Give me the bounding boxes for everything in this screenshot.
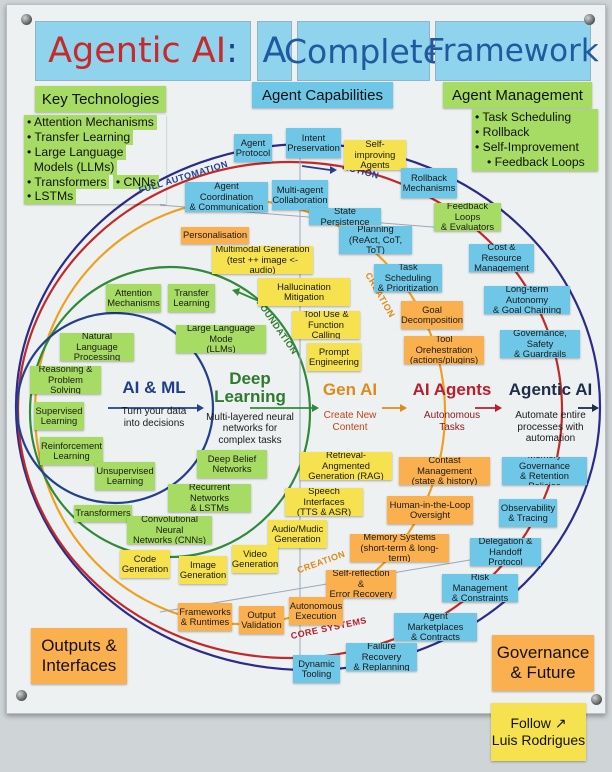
follow-card: Follow ↗ Luis Rodrigues <box>491 703 586 761</box>
kt-item-1: • Attention Mechanisms <box>24 115 157 130</box>
layer-ai-ml: AI & ML Turn your data into decisions <box>121 378 187 429</box>
note-image-generation: Image Generation <box>179 556 227 584</box>
note-feedback-loops-evaluators: Feedback Loops & Evaluators <box>434 203 501 231</box>
note-frameworks-runtimes: Frameworks & Runtimes <box>178 603 232 631</box>
note-multi-agent-collaboration: Multi-agent Collaboration <box>272 180 328 210</box>
note-rag: Retrieval-Angmented Generation (RAG) <box>300 452 392 480</box>
note-agent-marketplaces: Agent Marketplaces & Contracts <box>394 613 477 641</box>
note-intent-preservation: Intent Preservation <box>286 128 341 158</box>
note-unsupervised-learning: Unsupervised Learning <box>95 462 155 490</box>
bolt-bottom-left <box>16 690 27 701</box>
note-governance-safety: Governance, Safety & Guardrails <box>500 330 580 358</box>
note-context-management: Contast Management (state & history) <box>399 457 490 485</box>
layer-agentic-ai: Agentic AI Automate entire processes wit… <box>508 380 593 444</box>
note-self-reflection: Self-reflection & Error Recovery <box>326 570 396 598</box>
note-deep-belief-networks: Deep Belief Networks <box>197 450 267 478</box>
note-failure-recovery: Failure Recovery & Replanning <box>346 643 417 671</box>
ring-ai-ml <box>15 311 215 505</box>
note-memory-governance: Memory Governance & Retention Policies <box>502 457 587 485</box>
note-prompt-engineering: Prompt Engineering <box>307 343 361 371</box>
note-code-generation: Code Generation <box>120 550 170 578</box>
note-autonomous-execution: Autonomous Execution <box>289 597 343 625</box>
kt-item-6: • CNNs <box>112 174 159 190</box>
note-cost-resource-management: Cost & Resource Management <box>469 244 534 272</box>
title-a: A <box>257 21 292 81</box>
bolt-top-right <box>584 14 595 25</box>
layer-gen-ai: Gen AI Create New Content <box>322 380 378 433</box>
note-self-improving-agents: Self-improving Agents <box>344 140 406 170</box>
note-state-persistence: State Persistence <box>309 208 381 225</box>
author-name: Luis Rodrigues <box>491 732 586 748</box>
note-human-in-the-loop: Human-in-the-Loop Oversight <box>387 496 473 524</box>
note-llms: Large Language Mode (LLMs) <box>176 325 266 353</box>
note-agent-coordination: Agent Coordination & Communication <box>185 182 268 212</box>
layer-ai-agents: AI Agents Autonomous Tasks <box>412 380 492 433</box>
kt-item-3: • Large Language <box>24 144 127 160</box>
note-attention-mechanisms: Attention Mechanisms <box>106 284 161 312</box>
note-goal-decomposition: Goal Decomposition <box>401 301 463 329</box>
note-personalisation: Personalisation <box>181 227 249 244</box>
key-technologies-list: • Attention Mechanisms • Transfer Learni… <box>24 115 166 205</box>
note-memory-systems: Memory Systems (short-term & long-term) <box>350 534 449 562</box>
am-item-3: • Self-Improvement <box>475 139 579 154</box>
title-agentic-ai: Agentic AI: <box>35 21 251 81</box>
note-transformers: Transformers <box>74 505 132 522</box>
note-hallucination-mitigation: Hallucination Mitigation <box>258 278 350 306</box>
agent-capabilities-heading: Agent Capabilities <box>252 82 393 108</box>
note-agent-protocol: Agent Protocol <box>234 134 272 162</box>
note-reinforcement-learning: Reinforcement Learning <box>40 437 103 465</box>
note-cnns: Convolutional Neural Networks (CNNs) <box>127 516 212 544</box>
key-technologies-heading: Key Technologies <box>35 86 166 112</box>
note-reasoning-problem-solving: Reasoning & Problem Solving <box>30 366 101 394</box>
note-transfer-learning: Transfer Learning <box>168 284 215 312</box>
bolt-bottom-right <box>591 694 602 705</box>
bolt-top-left <box>21 14 32 25</box>
note-video-generation: Video Generation <box>232 545 278 573</box>
title-complete: Complete <box>284 21 443 81</box>
follow-label: Follow <box>510 714 551 731</box>
kt-item-7: • LSTMs <box>24 189 77 205</box>
note-task-scheduling-prioritization: Task Scheduling & Prioritization <box>374 264 442 292</box>
governance-future-heading: Governance & Future <box>492 635 594 691</box>
note-long-term-autonomy: Long-term Autonomy & Goal Chaining <box>484 286 570 314</box>
note-dynamic-tooling: Dynamic Tooling <box>293 655 340 683</box>
note-supervised-learning: Supervised Learning <box>34 402 84 430</box>
arrow-action <box>301 165 331 171</box>
kt-item-4: Models (LLMs) <box>24 159 118 175</box>
layer-deep-learning: Deep Learning Multi-layered neural netwo… <box>206 369 294 446</box>
ring-deep-learning <box>28 265 312 559</box>
outputs-interfaces-heading: Outputs & Interfaces <box>31 628 127 684</box>
note-tool-use: Tool Use & Function Calling <box>292 311 360 339</box>
am-item-2: • Rollback <box>475 124 530 139</box>
note-risk-management: Risk Management & Constraints <box>442 574 518 602</box>
note-planning: Planning (ReAct, CoT, ToT) <box>339 226 412 254</box>
note-output-validation: Output Validation <box>239 606 284 634</box>
note-natural-language-processing: Natural Language Processing <box>60 333 134 361</box>
kt-item-2: • Transfer Learning <box>24 129 134 145</box>
arrow-up-right-icon: ↗ <box>554 714 567 731</box>
kt-item-5: • Transformers <box>24 174 110 190</box>
note-tool-orchestration: Tool Orehestration (actions/plugins) <box>404 336 484 364</box>
agent-management-heading: Agent Management <box>443 82 592 108</box>
note-speech-interfaces: Speech Interfaces (TTS & ASR) <box>285 488 363 516</box>
note-delegation-handoff: Delegation & Handoff Protocol <box>470 538 541 566</box>
agent-management-list: • Task Scheduling • Rollback • Self-Impr… <box>472 109 598 171</box>
note-rollback-mechanisms: Rollback Mechanisms <box>401 168 457 198</box>
am-item-1: • Task Scheduling <box>475 110 572 124</box>
am-item-4: • Feedback Loops <box>487 154 585 169</box>
note-observability-tracing: Observability & Tracing <box>499 499 557 527</box>
note-recurrent-networks: Recurrent Networks & LSTMs <box>168 484 251 512</box>
note-audio-music-generation: Audio/Mudic Generation <box>268 520 327 548</box>
title-framework: Framework <box>427 21 599 81</box>
note-multimodal-generation: Multimodal Generation (test ++ image <- … <box>212 246 313 274</box>
